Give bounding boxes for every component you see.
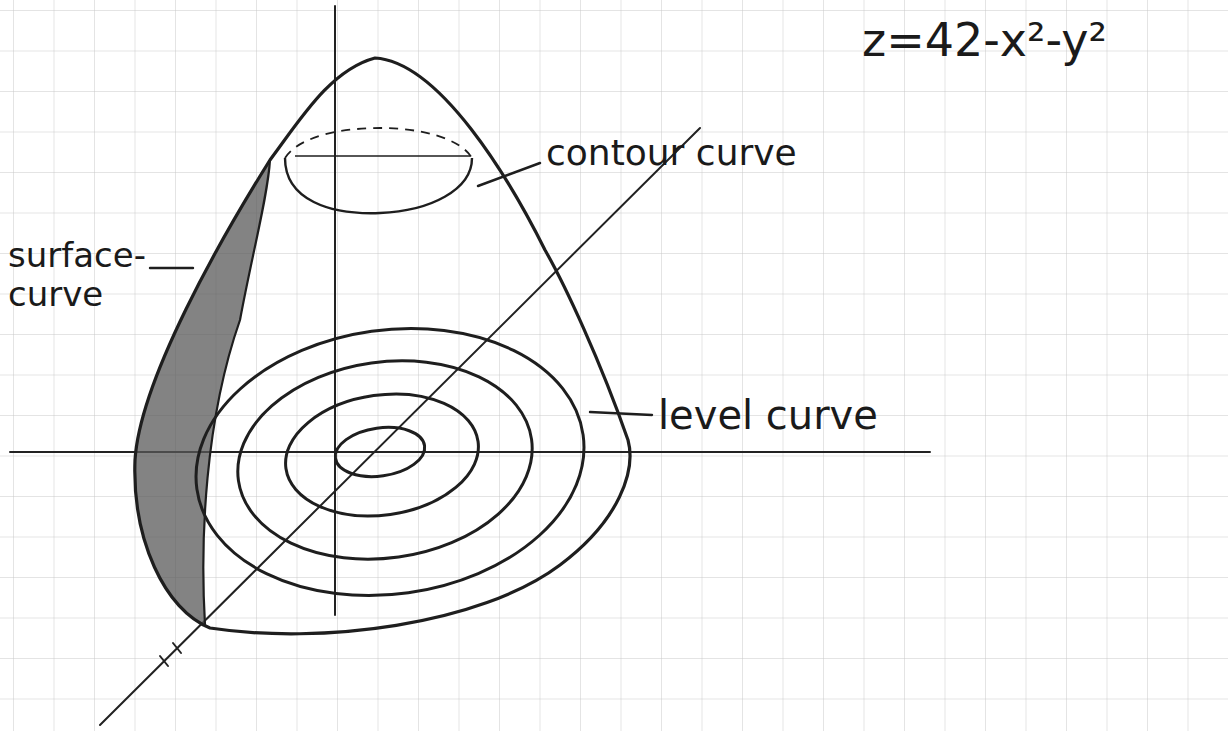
annotation-label: surface- curve [8,236,148,314]
contour-curve [285,128,472,213]
annotation-label: contour curve [546,132,797,173]
annotation-label: z=42-x²-y² [862,14,1107,67]
leader-lines [150,163,652,415]
annotation-label: level curve [658,392,878,438]
axes [10,6,930,725]
level-curves [179,304,602,620]
shaded-surface [135,160,270,625]
